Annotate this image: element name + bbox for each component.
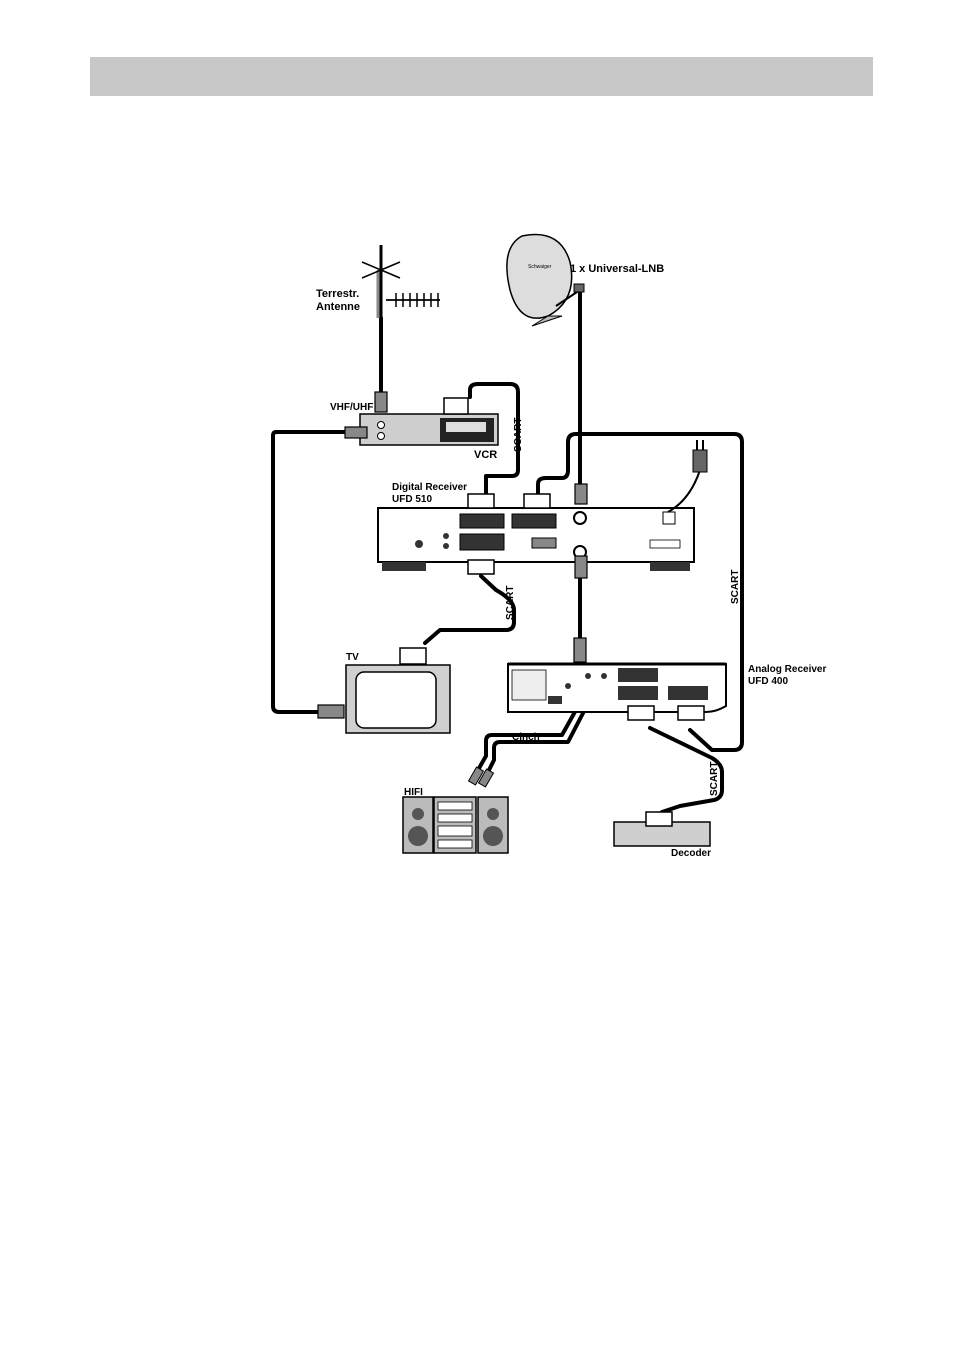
header-bar	[90, 57, 873, 96]
label-scart-decoder: SCART	[709, 762, 720, 796]
dish-brand: Schwaiger	[528, 264, 552, 270]
label-scart-tv: SCART	[505, 586, 516, 620]
label-vhf-uhf: VHF/UHF	[330, 402, 373, 413]
cable-scart-right	[536, 432, 744, 752]
analog-receiver-device	[507, 637, 727, 721]
label-scart-right: SCART	[730, 570, 741, 604]
label-analog-receiver-line2: UFD 400	[748, 676, 788, 687]
cable-scart-decoder	[648, 726, 724, 814]
decoder-device	[613, 811, 711, 847]
label-decoder: Decoder	[671, 848, 711, 859]
label-tv: TV	[346, 652, 359, 663]
cable-scart-vcr	[468, 382, 520, 497]
label-digital-receiver-line2: UFD 510	[392, 494, 432, 505]
label-lnb: 1 x Universal-LNB	[570, 263, 664, 275]
digital-receiver-device	[377, 483, 695, 579]
terrestrial-antenna-icon	[361, 245, 440, 318]
cable-cinch-b	[486, 690, 596, 774]
satellite-dish-icon: Schwaiger	[506, 233, 585, 327]
vcr-device	[344, 391, 499, 446]
label-analog-receiver-line1: Analog Receiver	[748, 664, 826, 675]
label-vcr: VCR	[474, 449, 497, 461]
label-cinch: Cinch	[512, 732, 540, 743]
mains-plug-icon	[667, 440, 708, 513]
label-scart-vcr: SCART	[513, 418, 524, 452]
label-antenna-line1: Terrestr.	[316, 288, 359, 300]
cable-scart-tv	[423, 574, 516, 645]
hifi-device	[402, 766, 509, 854]
label-antenna-line2: Antenne	[316, 301, 360, 313]
label-hifi: HIFI	[404, 787, 423, 798]
tv-device	[317, 647, 451, 734]
label-digital-receiver-line1: Digital Receiver	[392, 482, 467, 493]
cable-cinch-a	[476, 690, 588, 772]
cable-vcr-tv-rf	[271, 430, 352, 714]
